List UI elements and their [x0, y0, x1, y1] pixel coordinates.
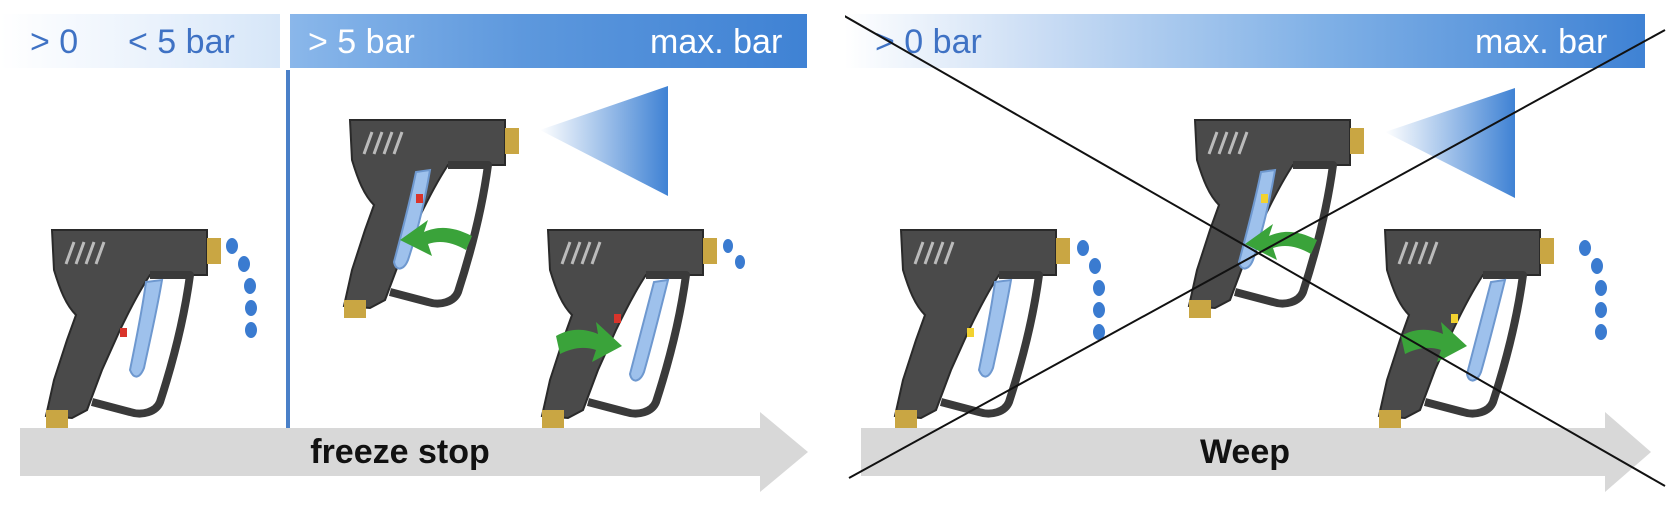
weep-illustration	[845, 15, 1666, 492]
squeeze-arrow-icon	[400, 220, 472, 256]
spray-cone-icon	[540, 86, 668, 196]
pressure-label-lt5: < 5 bar	[128, 23, 235, 61]
pressure-bar-weep	[845, 14, 1645, 68]
weep-gun-icon-spraying	[1189, 120, 1364, 318]
pressure-label-max: max. bar	[650, 23, 783, 61]
weep-gun-icon-idle	[895, 230, 1070, 428]
droplets-icon	[226, 238, 257, 338]
cross-out-line-2	[848, 29, 1666, 479]
threshold-divider	[286, 70, 290, 428]
droplets-icon-2	[723, 239, 745, 269]
gun-icon-released	[542, 230, 717, 428]
weep-gun-icon-released	[1379, 230, 1554, 428]
weep-spray-cone-icon	[1385, 88, 1515, 198]
freeze-stop-illustration	[20, 86, 808, 492]
freeze-stop-arrow	[20, 412, 808, 492]
weep-pressure-min: > 0 bar	[875, 23, 982, 61]
weep-panel: > 0 bar max. bar	[845, 0, 1669, 512]
weep-droplets-icon-2	[1579, 240, 1607, 340]
weep-pressure-max: max. bar	[1475, 23, 1608, 61]
weep-arrow	[861, 412, 1651, 492]
gun-icon-idle	[46, 230, 221, 428]
freeze-stop-panel: > 0 < 5 bar > 5 bar max. bar	[0, 0, 820, 512]
pressure-bar-low	[0, 14, 280, 68]
pressure-label-gt0: > 0	[30, 23, 79, 61]
freeze-stop-label: freeze stop	[310, 433, 490, 471]
pressure-bar-high	[290, 14, 807, 68]
weep-release-arrow-icon	[1401, 322, 1467, 362]
release-arrow-icon	[556, 322, 622, 362]
weep-label: Weep	[1199, 433, 1291, 471]
pressure-label-gt5: > 5 bar	[308, 23, 415, 61]
gun-icon-spraying	[344, 120, 519, 318]
weep-droplets-icon	[1077, 240, 1105, 340]
cross-out-line-1	[845, 15, 1666, 487]
